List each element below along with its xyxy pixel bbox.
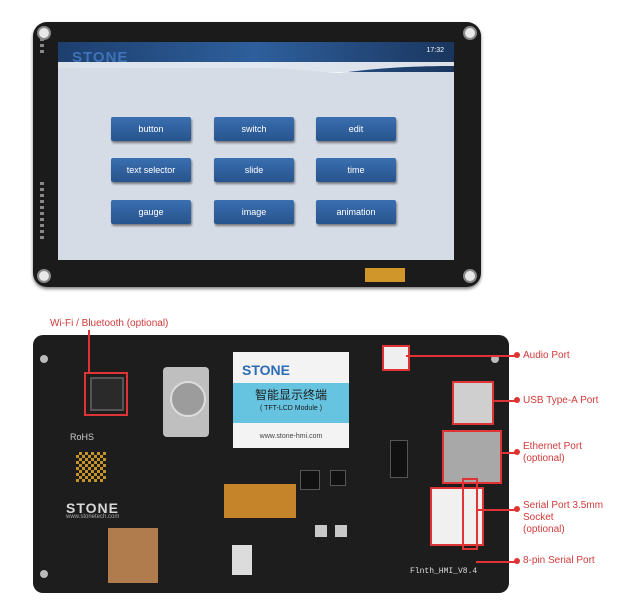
copper-pad xyxy=(108,528,158,583)
leader-line xyxy=(476,561,518,563)
screen-button-switch[interactable]: switch xyxy=(214,117,294,141)
screen-button-time[interactable]: time xyxy=(316,158,396,182)
ic-chip xyxy=(300,470,320,490)
screen-button-edit[interactable]: edit xyxy=(316,117,396,141)
qr-code xyxy=(76,452,106,482)
side-pins xyxy=(40,182,44,240)
screen-button-image[interactable]: image xyxy=(214,200,294,224)
leader-line xyxy=(500,452,518,454)
board-brand: STONE xyxy=(66,500,119,516)
leader-line xyxy=(492,400,518,402)
screen-brand: STONE xyxy=(72,49,129,66)
corner-screw xyxy=(463,26,477,40)
ic-chip xyxy=(330,470,346,486)
label-chinese: 智能显示终端 xyxy=(254,388,327,402)
callout-serial-socket: Serial Port 3.5mm Socket (optional) xyxy=(523,500,604,535)
leader-line xyxy=(406,355,518,357)
capacitor xyxy=(315,525,327,537)
rohs-mark: RoHS xyxy=(70,432,95,442)
mount-hole xyxy=(40,570,48,578)
screen-button-button[interactable]: button xyxy=(111,117,191,141)
leader-dot xyxy=(514,506,520,512)
label-url: www.stone-hmi.com xyxy=(259,433,323,440)
header-wave xyxy=(58,62,454,80)
usb-port xyxy=(452,381,494,425)
screen-clock: 17:32 xyxy=(426,47,444,54)
mount-hole xyxy=(491,355,499,363)
serial-pin-header xyxy=(462,478,478,550)
corner-screw xyxy=(37,269,51,283)
screen-button-slide[interactable]: slide xyxy=(214,158,294,182)
connector xyxy=(232,545,252,575)
board-website: www.stonetech.com xyxy=(66,514,120,520)
callout-audio: Audio Port xyxy=(523,350,570,361)
lcd-screen: STONE 17:32 button switch edit text sele… xyxy=(58,42,454,260)
screen-button-gauge[interactable]: gauge xyxy=(111,200,191,224)
callout-wifi: Wi-Fi / Bluetooth (optional) xyxy=(50,318,169,329)
leader-line xyxy=(88,330,90,372)
callout-usb: USB Type-A Port xyxy=(523,395,599,406)
leader-dot xyxy=(514,449,520,455)
side-pins xyxy=(40,38,44,56)
leader-dot xyxy=(514,558,520,564)
wifi-highlight xyxy=(84,372,128,416)
product-label-band xyxy=(233,383,349,423)
firmware-print: Flnth_HMI_V8.4 xyxy=(410,567,478,576)
mount-hole xyxy=(40,355,48,363)
label-brand: STONE xyxy=(242,362,290,378)
label-module: ( TFT-LCD Module ) xyxy=(259,405,323,412)
ethernet-port xyxy=(442,430,502,484)
coin-battery xyxy=(170,381,206,417)
wifi-module-chip xyxy=(90,377,124,411)
capacitor xyxy=(335,525,347,537)
leader-line xyxy=(478,509,518,511)
audio-port xyxy=(382,345,410,371)
screen-button-text-selector[interactable]: text selector xyxy=(111,158,191,182)
callout-ethernet: Ethernet Port (optional) xyxy=(523,441,582,464)
corner-screw xyxy=(463,269,477,283)
leader-dot xyxy=(514,397,520,403)
screen-button-animation[interactable]: animation xyxy=(316,200,396,224)
serial-socket xyxy=(430,487,484,546)
flex-cable xyxy=(365,268,405,282)
ffc-connector xyxy=(224,484,296,518)
corner-screw xyxy=(37,26,51,40)
leader-dot xyxy=(514,352,520,358)
callout-serial-8pin: 8-pin Serial Port xyxy=(523,555,595,566)
ic-chip xyxy=(390,440,408,478)
